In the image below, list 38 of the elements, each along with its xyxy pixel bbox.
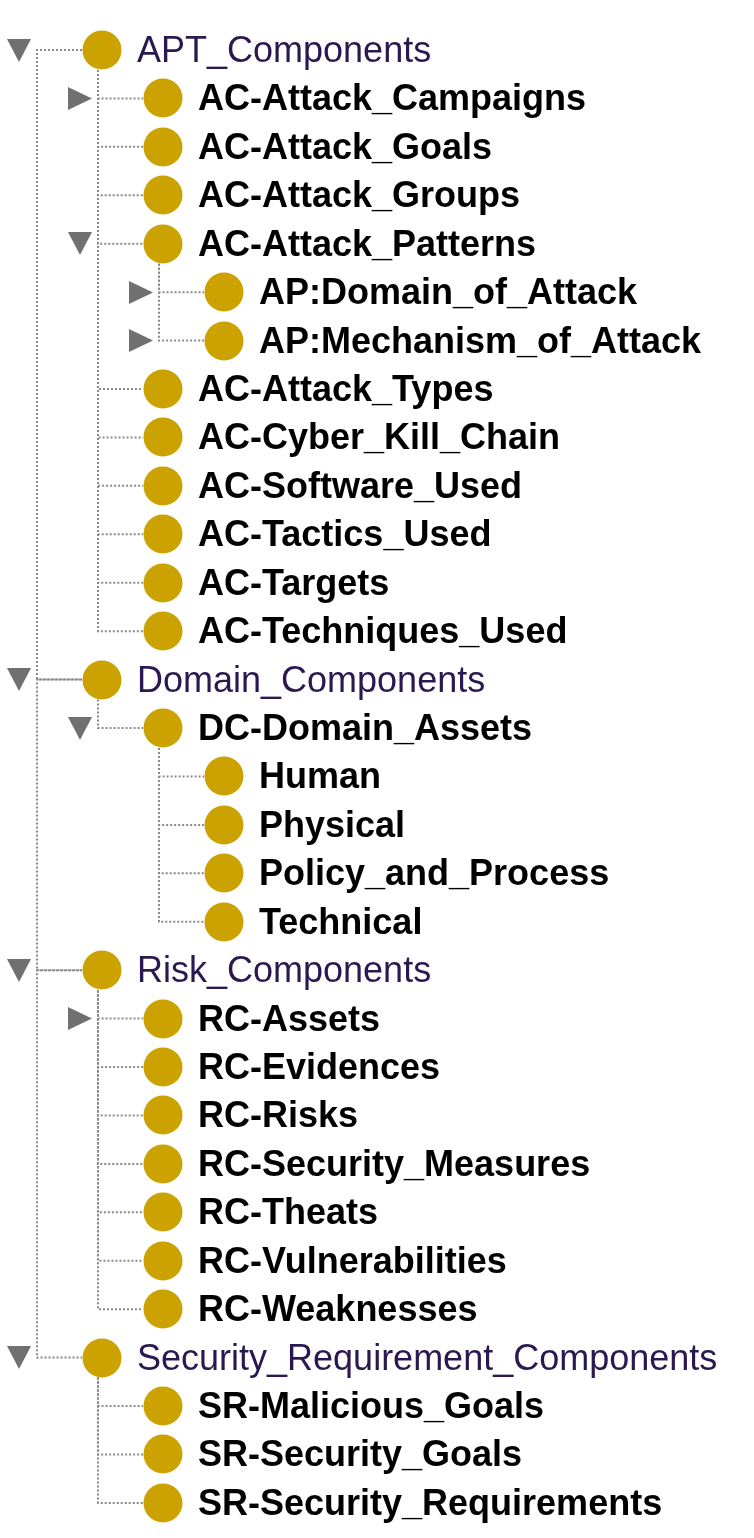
tree-item-label: AC-Targets bbox=[198, 562, 390, 603]
tree-item-label: SR-Malicious_Goals bbox=[198, 1386, 545, 1427]
tree-item-label: AC-Attack_Patterns bbox=[198, 223, 537, 264]
tree-connector bbox=[158, 747, 205, 923]
tree-item-label: Policy_and_Process bbox=[259, 853, 610, 894]
tree-item-label: RC-Risks bbox=[198, 1095, 359, 1136]
tree-item-label: SR-Security_Goals bbox=[198, 1434, 523, 1475]
tree-connector bbox=[36, 49, 83, 681]
tree-item-label: AC-Techniques_Used bbox=[198, 611, 568, 652]
tree-item-label: APT_Components bbox=[137, 30, 432, 70]
tree-item-label: Physical bbox=[259, 804, 406, 845]
tree-connector bbox=[36, 678, 83, 972]
tree-item-label: AC-Software_Used bbox=[198, 465, 523, 506]
tree-item-label: AP:Domain_of_Attack bbox=[259, 272, 638, 313]
tree-item-label: SR-Security_Requirements bbox=[198, 1482, 663, 1523]
tree-item-label: Technical bbox=[259, 901, 423, 942]
tree-item-label: AC-Attack_Campaigns bbox=[198, 78, 587, 119]
tree-item-label: RC-Security_Measures bbox=[198, 1143, 591, 1184]
tree-item-label: AC-Attack_Types bbox=[198, 369, 494, 409]
tree-item-label: RC-Theats bbox=[198, 1192, 379, 1233]
tree-connector bbox=[97, 698, 144, 729]
tree-item-label: Domain_Components bbox=[137, 659, 486, 700]
tree-item-label: AC-Attack_Goals bbox=[198, 126, 493, 167]
tree-item-label: RC-Assets bbox=[198, 998, 381, 1039]
tree-item-label: DC-Domain_Assets bbox=[198, 708, 533, 748]
tree-item-label: Human bbox=[259, 756, 381, 797]
tree-item-label: AP:Mechanism_of_Attack bbox=[259, 320, 702, 361]
tree-connector bbox=[36, 969, 83, 1359]
tree-item-label: Risk_Components bbox=[137, 950, 432, 991]
tree-item-label: AC-Attack_Groups bbox=[198, 175, 521, 216]
tree-item-label: AC-Tactics_Used bbox=[198, 514, 492, 555]
tree-item-label: Security_Requirement_Components bbox=[137, 1337, 718, 1378]
tree-connector bbox=[158, 262, 205, 342]
tree-item-label: AC-Cyber_Kill_Chain bbox=[198, 417, 561, 458]
tree-item-label: RC-Evidences bbox=[198, 1047, 441, 1087]
tree-item-label: RC-Vulnerabilities bbox=[198, 1240, 507, 1281]
tree-connector bbox=[97, 1376, 144, 1504]
tree-item-label: RC-Weaknesses bbox=[198, 1289, 478, 1330]
